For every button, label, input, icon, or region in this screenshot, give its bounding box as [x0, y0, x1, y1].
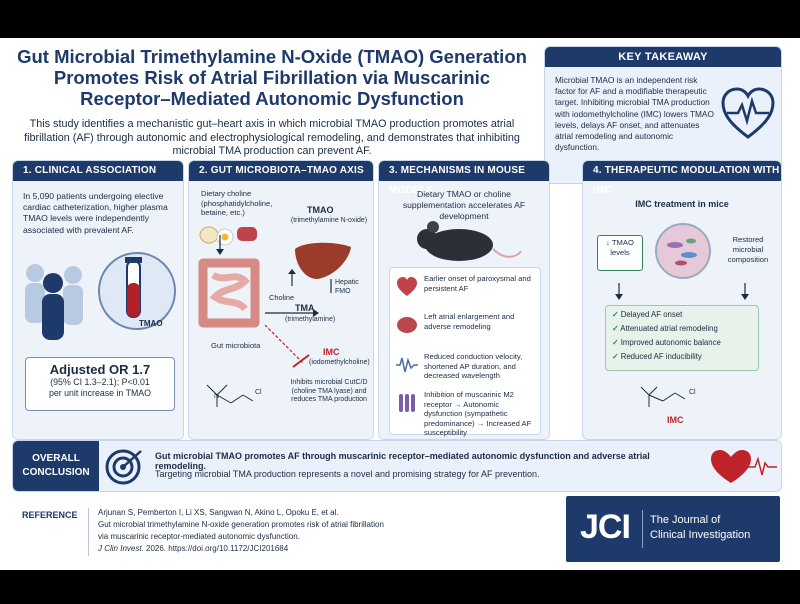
page-title: Gut Microbial Trimethylamine N-Oxide (TM… [17, 46, 527, 109]
restored-composition: Restored microbial composition [727, 235, 769, 264]
jci-logo: JCI [580, 508, 631, 546]
journal-name: J Clin Invest. [98, 544, 144, 553]
odds-ratio-value: Adjusted OR 1.7 [49, 362, 151, 377]
cl-label: Cl [255, 389, 262, 396]
jci-name-2: Clinical Investigation [650, 529, 751, 541]
outcome-text-2: Attenuated atrial remodeling [620, 324, 718, 333]
imc-treatment-label: IMC treatment in mice [635, 199, 729, 209]
outcome-text-4: Reduced AF inducibility [620, 352, 702, 361]
odds-ratio-ci: (95% CI 1.3–2.1); P<0.01 [50, 377, 150, 387]
imc-structure-icon: N [206, 384, 254, 407]
panel4-heading: 4. THERAPEUTIC MODULATION WITH IMC [583, 161, 781, 196]
tma-full: (trimethylamine) [285, 316, 336, 323]
heart-pulse-icon [721, 87, 775, 139]
reference-label: REFERENCE [22, 510, 78, 520]
odds-ratio-box: Adjusted OR 1.7 (95% CI 1.3–2.1); P<0.01… [25, 357, 175, 411]
panel3-heading: 3. MECHANISMS IN MOUSE MODELS [379, 161, 549, 196]
heart-icon [397, 277, 417, 296]
pathway-arrows [265, 279, 332, 317]
conclusion-line-2: Targeting microbial TMA production repre… [155, 469, 540, 479]
intestine-icon [198, 258, 260, 328]
mechanism-item: Inhibition of muscarinic M2 receptor → A… [390, 386, 540, 437]
down-arrow-icon [216, 235, 224, 255]
liver-icon [295, 242, 351, 279]
imc-full: (iodomethylcholine) [309, 359, 370, 366]
inhibits-text: Inhibits microbial CutC/D (choline TMA l… [290, 379, 368, 404]
jci-logo-box: JCI The Journal of Clinical Investigatio… [566, 496, 780, 562]
up-arrow-icon [288, 269, 296, 286]
waveform-icon [396, 357, 418, 373]
tma-label: TMA [295, 303, 315, 313]
imc-structure-icon [640, 386, 686, 407]
mechanisms-list: Earlier onset of paroxysmal and persiste… [389, 267, 541, 437]
microbiota-icon [655, 223, 711, 279]
jci-name-1: The Journal of [650, 514, 721, 526]
outcomes-box: ✓ Delayed AF onset ✓ Attenuated atrial r… [605, 305, 759, 371]
outcome-text-3: Improved autonomic balance [620, 338, 721, 347]
panel-therapeutic-modulation: 4. THERAPEUTIC MODULATION WITH IMC IMC t… [582, 160, 782, 440]
panel1-heading: 1. CLINICAL ASSOCIATION [13, 161, 183, 181]
citation-doi[interactable]: 2026. https://doi.org/10.1172/JCI201684 [143, 544, 289, 553]
mechanism-text-3: Reduced conduction velocity, shortened A… [424, 352, 523, 381]
receptor-icon [399, 394, 415, 412]
outcome-text-1: Delayed AF onset [620, 310, 683, 319]
patients-illustration [25, 252, 176, 340]
reference-authors: Arjunan S, Pemberton I, Li XS, Sangwan N… [98, 508, 339, 517]
food-icon [199, 226, 257, 246]
reference-title-1: Gut microbial trimethylamine N-oxide gen… [98, 520, 384, 529]
tmao-full: (trimethylamine N-oxide) [290, 217, 368, 224]
people-icon [25, 264, 83, 325]
inhibition-line [264, 324, 310, 368]
down-arrows [615, 283, 749, 300]
tmao-levels-box: ↓ TMAO levels [597, 235, 643, 271]
diet-text: Dietary choline (phosphatidylcholine, be… [201, 189, 273, 217]
hepatic-fmo: Hepatic FMO [335, 279, 359, 295]
svg-text:N: N [214, 393, 219, 400]
mechanism-text-2: Left atrial enlargement and adverse remo… [424, 312, 515, 331]
mechanism-item: Left atrial enlargement and adverse remo… [390, 308, 540, 348]
panel2-heading: 2. GUT MICROBIOTA–TMAO AXIS [189, 161, 373, 181]
target-icon [105, 449, 142, 485]
panel-clinical-association: 1. CLINICAL ASSOCIATION In 5,090 patient… [12, 160, 184, 440]
outcome-item: ✓ Reduced AF inducibility [612, 352, 702, 361]
panel-mechanisms: 3. MECHANISMS IN MOUSE MODELS Dietary TM… [378, 160, 550, 440]
microbiota-label: Gut microbiota [211, 341, 261, 350]
overall-conclusion: OVERALL CONCLUSION Gut microbial TMAO pr… [12, 440, 782, 492]
mouse-icon [417, 221, 522, 261]
infographic-sheet: Gut Microbial Trimethylamine N-Oxide (TM… [0, 38, 800, 570]
key-takeaway-text: Microbial TMAO is an independent risk fa… [555, 75, 714, 153]
outcome-item: ✓ Improved autonomic balance [612, 338, 721, 347]
reference-title-2: via muscarinic receptor-mediated autonom… [98, 532, 300, 541]
imc-label: IMC [667, 415, 684, 425]
panel3-text: Dietary TMAO or choline supplementation … [402, 189, 526, 221]
mechanism-text-1: Earlier onset of paroxysmal and persiste… [424, 274, 531, 293]
atrium-icon [397, 317, 417, 333]
imc-label: IMC [323, 347, 340, 357]
conclusion-line-1: Gut microbial TMAO promotes AF through m… [155, 451, 650, 471]
key-takeaway-heading: KEY TAKEAWAY [545, 47, 781, 67]
reference-citation: J Clin Invest. 2026. https://doi.org/10.… [98, 544, 288, 553]
conclusion-heading: OVERALL CONCLUSION [13, 441, 99, 491]
odds-ratio-unit: per unit increase in TMAO [48, 388, 152, 398]
mechanism-text-4: Inhibition of muscarinic M2 receptor → A… [424, 390, 532, 438]
mechanism-item: Earlier onset of paroxysmal and persiste… [390, 270, 540, 310]
jci-divider [642, 510, 643, 548]
reference-divider [88, 508, 89, 556]
panel1-text: In 5,090 patients undergoing elective ca… [23, 191, 168, 235]
page-subtitle: This study identifies a mechanistic gut–… [24, 118, 520, 157]
cl-label: Cl [689, 389, 696, 396]
outcome-item: ✓ Attenuated atrial remodeling [612, 324, 718, 333]
choline-label: Choline [269, 293, 295, 302]
outcome-item: ✓ Delayed AF onset [612, 310, 683, 319]
tube-label: TMAO [139, 319, 163, 328]
mechanism-item: Reduced conduction velocity, shortened A… [390, 348, 540, 388]
panel-gut-microbiota-axis: 2. GUT MICROBIOTA–TMAO AXIS Dietary chol… [188, 160, 374, 440]
heart-ecg-icon [711, 450, 777, 483]
tmao-label: TMAO [307, 205, 334, 215]
